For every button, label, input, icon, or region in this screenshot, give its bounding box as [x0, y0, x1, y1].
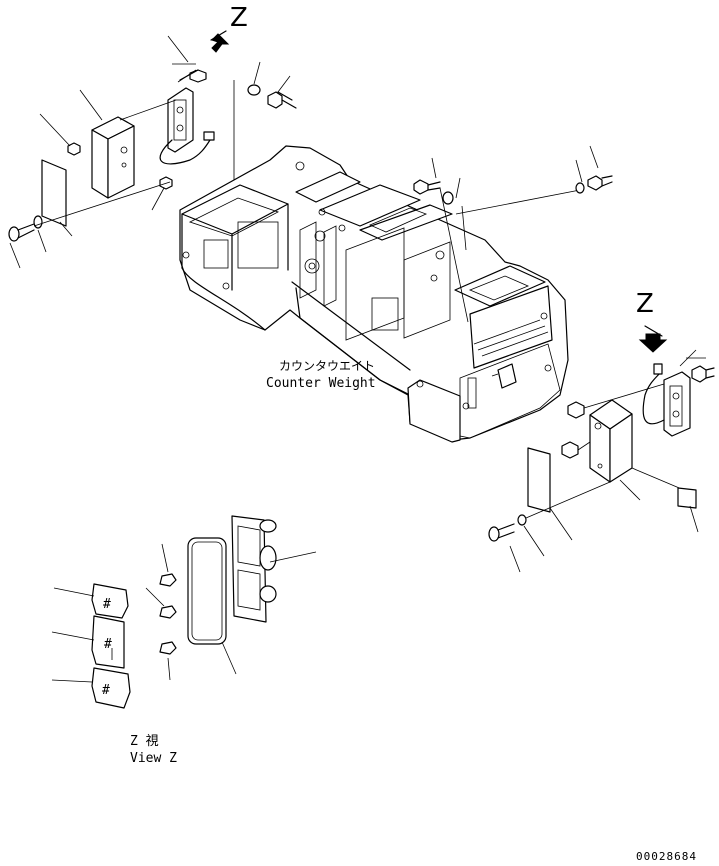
- counterweight-label-en: Counter Weight: [266, 376, 376, 391]
- view-marker-top: Z: [230, 3, 248, 33]
- view-direction-arrow-right-icon: [638, 325, 668, 353]
- svg-text:#: #: [104, 637, 112, 652]
- view-marker-right: Z: [636, 289, 654, 319]
- left-lamp-unit: [159, 35, 215, 165]
- left-fasteners: [8, 69, 207, 269]
- view-direction-arrow-top-icon: [210, 30, 230, 53]
- view-z-detail: # # # Z 視 View Z: [51, 515, 317, 766]
- counterweight-body: [179, 145, 569, 443]
- right-lamp-unit: [642, 349, 715, 437]
- body-top-fasteners: [413, 175, 613, 205]
- body-leaders: [431, 145, 599, 323]
- left-lamp-bracket-box: [79, 89, 135, 199]
- counterweight-label-jp: カウンタウエイト: [279, 359, 375, 373]
- top-middle-fasteners: [233, 61, 297, 215]
- right-fasteners: [488, 383, 665, 573]
- svg-text:#: #: [102, 683, 110, 698]
- drawing-number: 00028684: [636, 850, 697, 863]
- right-lamp-bracket-box: [589, 399, 699, 533]
- view-z-label-jp: Z 視: [130, 734, 159, 749]
- svg-text:#: #: [103, 597, 111, 612]
- view-z-label-en: View Z: [130, 751, 177, 766]
